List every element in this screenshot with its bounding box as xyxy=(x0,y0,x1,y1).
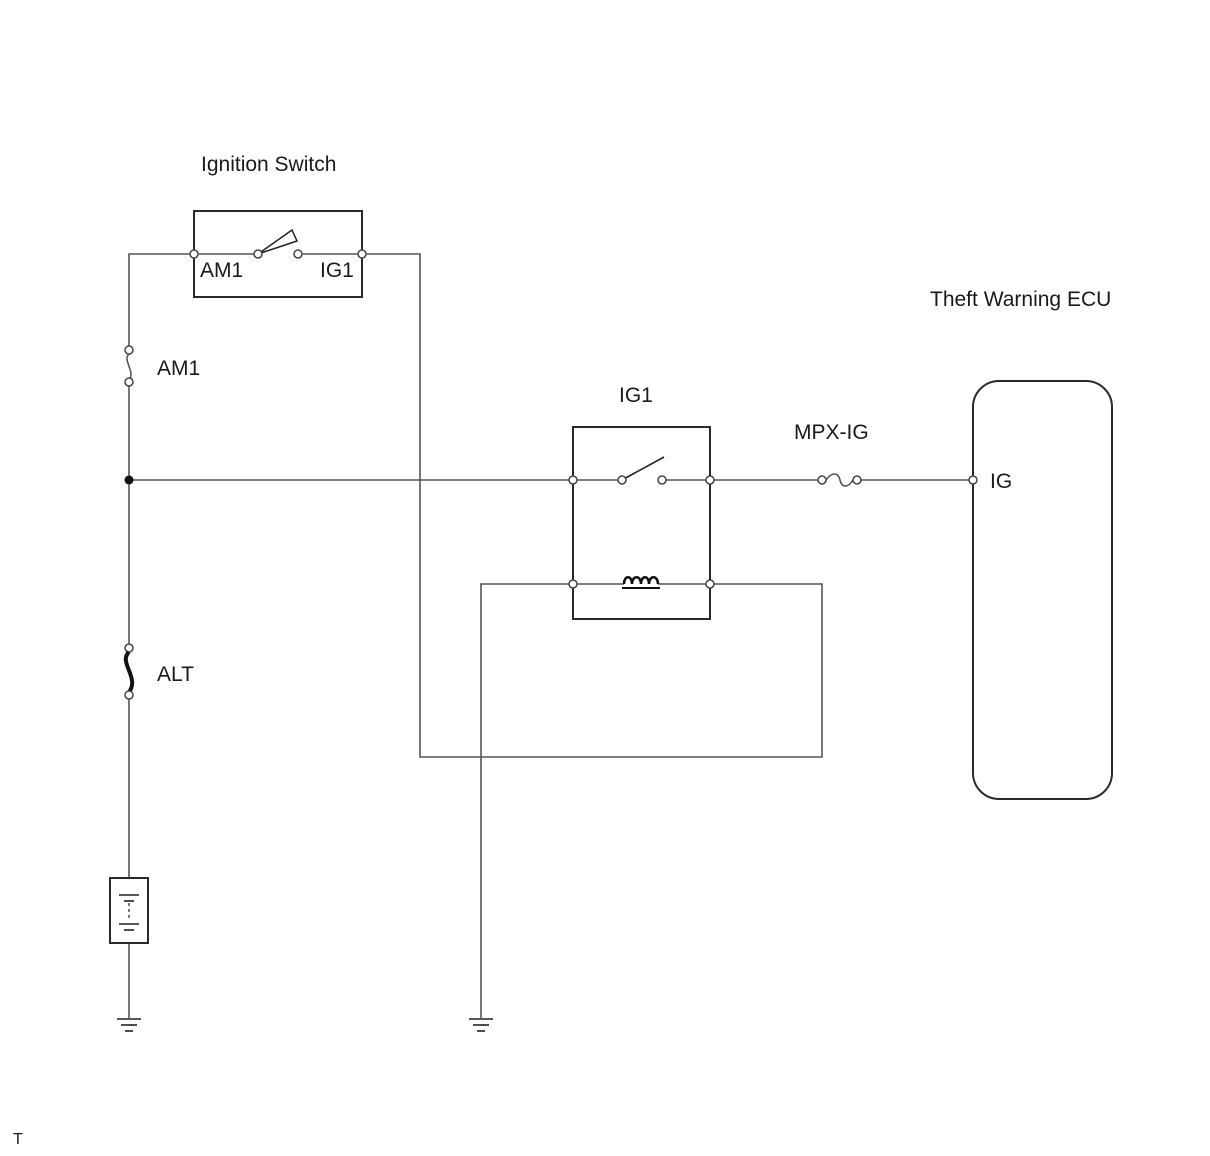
relay-switch-blade xyxy=(621,456,665,481)
ignition-switch-terminal-am1-label: AM1 xyxy=(200,259,243,282)
fuse-mpx-ig-element xyxy=(825,473,854,487)
relay-ig1-label: IG1 xyxy=(619,384,653,407)
ignition-switch xyxy=(189,210,367,298)
footer-mark: T xyxy=(13,1131,23,1148)
fuse-am1 xyxy=(124,345,134,387)
relay-terminal-3 xyxy=(568,579,578,589)
ignition-switch-terminal-am1 xyxy=(189,249,199,259)
ignition-switch-contact-b xyxy=(293,249,303,259)
ground-icon xyxy=(469,1018,493,1032)
ignition-switch-terminal-ig1 xyxy=(357,249,367,259)
fuse-am1-element xyxy=(126,353,132,381)
wires xyxy=(128,253,973,1018)
junction-dot xyxy=(124,475,134,485)
fuse-alt-top-terminal xyxy=(124,643,134,653)
fuse-mpx-ig-label: MPX-IG xyxy=(794,421,869,444)
fuse-alt-bottom-terminal xyxy=(124,690,134,700)
fuse-am1-bottom-terminal xyxy=(124,377,134,387)
ecu-terminal-ig-label: IG xyxy=(990,470,1012,493)
fuse-mpx-ig-right-terminal xyxy=(852,475,862,485)
ignition-switch-blade xyxy=(257,228,299,255)
ignition-switch-terminal-ig1-label: IG1 xyxy=(320,259,354,282)
ecu-box xyxy=(972,380,1113,800)
wire-am1-switch-feed xyxy=(128,253,194,348)
ecu-terminal-ig xyxy=(968,475,978,485)
fuse-alt-label: ALT xyxy=(157,663,194,686)
wire-ig1-to-coil xyxy=(362,253,823,758)
relay-coil-icon xyxy=(622,576,660,585)
relay-ig1 xyxy=(568,426,715,620)
theft-warning-ecu xyxy=(968,380,1113,800)
battery xyxy=(109,877,149,944)
battery-box xyxy=(109,877,149,944)
ecu-title: Theft Warning ECU xyxy=(930,288,1111,311)
fuse-mpx-ig-left-terminal xyxy=(817,475,827,485)
relay-switch-contact-a xyxy=(617,475,627,485)
fuse-mpx-ig xyxy=(817,473,862,487)
fuse-alt-element xyxy=(123,650,135,694)
relay-terminal-1 xyxy=(568,475,578,485)
wire-coil-to-ground xyxy=(480,583,573,1018)
fuse-alt xyxy=(123,643,135,700)
ignition-switch-contact-a xyxy=(253,249,263,259)
relay-terminal-2 xyxy=(705,475,715,485)
relay-ig1-box xyxy=(572,426,711,620)
relay-terminal-4 xyxy=(705,579,715,589)
fuse-am1-label: AM1 xyxy=(157,357,200,380)
fuse-am1-top-terminal xyxy=(124,345,134,355)
ground-icon xyxy=(117,1018,141,1032)
ignition-switch-title: Ignition Switch xyxy=(201,153,336,176)
relay-switch-contact-b xyxy=(657,475,667,485)
